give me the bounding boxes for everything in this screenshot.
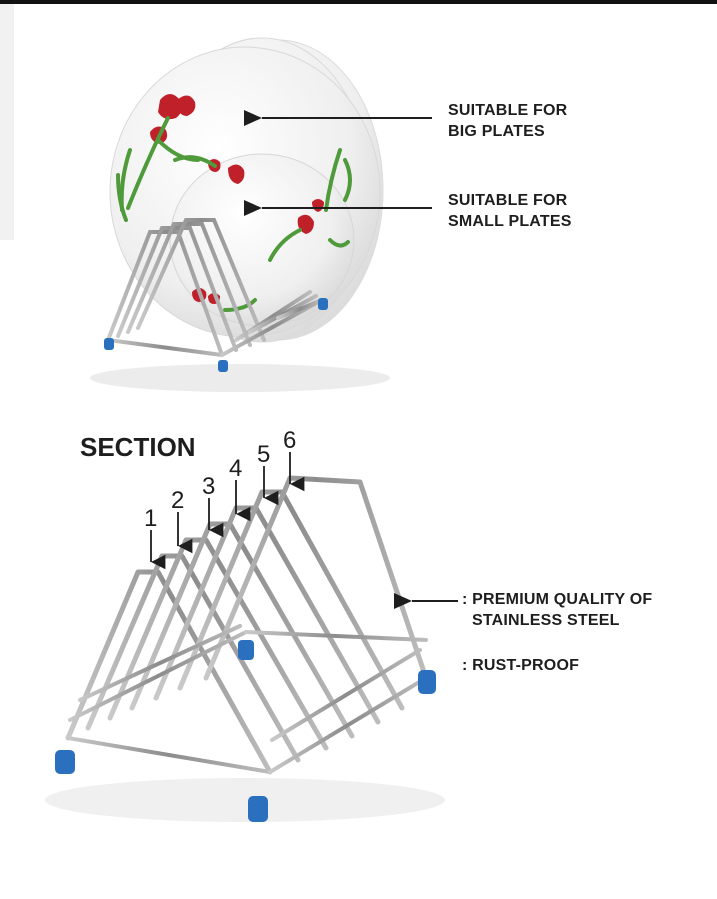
section-number-4: 4 <box>229 455 243 482</box>
rack-base-rails <box>66 624 428 774</box>
rust-proof-label: : RUST-PROOF <box>462 657 580 674</box>
floor-shadow-top <box>90 364 390 392</box>
rack-top <box>106 218 324 357</box>
big-plates-label: SUITABLE FOR BIG PLATES <box>448 102 568 140</box>
section-title: SECTION <box>80 432 196 462</box>
section-number-3: 3 <box>202 473 216 500</box>
floor-shadow-bottom <box>45 778 445 822</box>
rack-frames <box>65 475 429 775</box>
rack-feet <box>55 640 436 822</box>
left-edge-strip <box>0 4 14 240</box>
leaf-decoration <box>116 116 352 312</box>
section-arrows <box>150 452 305 570</box>
rack-section-diagram <box>45 475 445 822</box>
plates-group <box>90 37 390 392</box>
top-border <box>0 0 717 4</box>
section-number-5: 5 <box>257 441 271 468</box>
small-plates-label: SUITABLE FOR SMALL PLATES <box>448 192 572 230</box>
section-number-6: 6 <box>283 427 297 454</box>
rack-top-feet <box>104 298 328 372</box>
section-number-2: 2 <box>171 487 185 514</box>
quality-label: : PREMIUM QUALITY OF STAINLESS STEEL <box>462 591 653 629</box>
section-number-1: 1 <box>144 505 158 532</box>
